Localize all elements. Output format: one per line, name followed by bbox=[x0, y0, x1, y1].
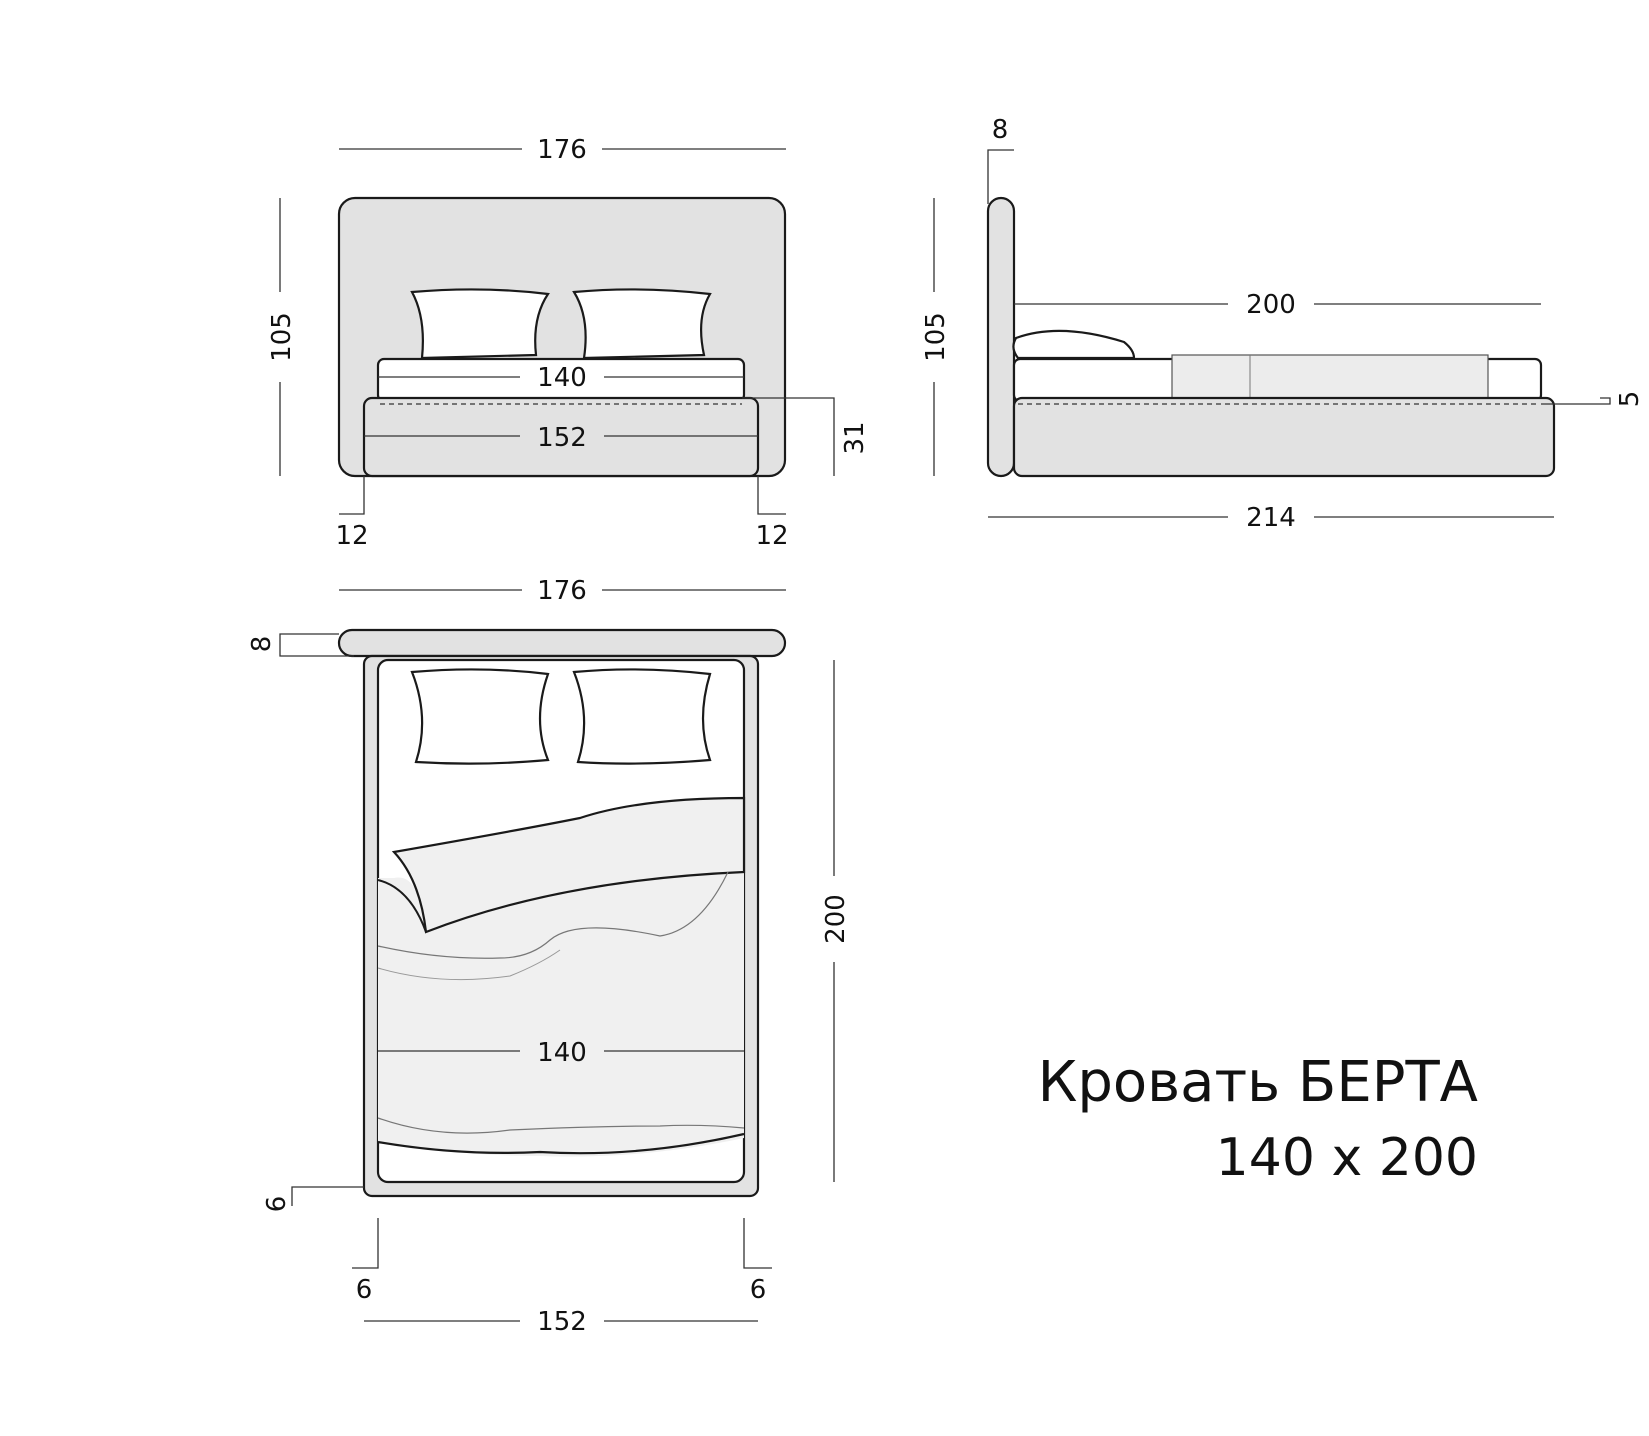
top-duvet bbox=[378, 872, 744, 1157]
top-pillow-left bbox=[410, 668, 550, 765]
side-pillow bbox=[1012, 329, 1136, 360]
front-height-label: 105 bbox=[267, 312, 297, 362]
side-headboard bbox=[986, 196, 1016, 478]
top-right-gap-label: 6 bbox=[750, 1275, 767, 1305]
side-total-length-label: 214 bbox=[1246, 503, 1296, 533]
front-base-label: 152 bbox=[537, 423, 587, 453]
side-inset-label: 5 bbox=[1615, 391, 1645, 408]
side-view: 8 105 200 5 214 bbox=[921, 115, 1645, 533]
front-left-offset-label: 12 bbox=[335, 521, 368, 551]
front-right-offset-label: 12 bbox=[755, 521, 788, 551]
top-bottom-gap-label: 6 bbox=[262, 1196, 292, 1213]
front-pillow-right bbox=[572, 288, 712, 360]
top-headboard-thickness-label: 8 bbox=[247, 636, 277, 653]
front-pillow-left bbox=[410, 288, 550, 360]
front-base bbox=[362, 396, 760, 478]
top-pillow-right bbox=[572, 668, 712, 765]
top-base-width-label: 152 bbox=[537, 1307, 587, 1337]
front-base-height-label: 31 bbox=[840, 421, 870, 454]
top-view: 176 8 140 200 bbox=[247, 576, 851, 1337]
front-width-label: 176 bbox=[537, 135, 587, 165]
side-height-label: 105 bbox=[921, 312, 951, 362]
front-view: 176 140 152 105 31 bbox=[267, 135, 870, 551]
side-base bbox=[1012, 396, 1556, 478]
top-headboard bbox=[337, 628, 787, 658]
front-mattress-label: 140 bbox=[537, 363, 587, 393]
product-name: Кровать БЕРТА bbox=[1037, 1050, 1478, 1115]
top-width-label: 176 bbox=[537, 576, 587, 606]
side-length-label: 200 bbox=[1246, 290, 1296, 320]
top-length-label: 200 bbox=[821, 894, 851, 944]
top-left-gap-label: 6 bbox=[356, 1275, 373, 1305]
product-size: 140 x 200 bbox=[1215, 1128, 1478, 1188]
side-headboard-thickness-label: 8 bbox=[992, 115, 1009, 145]
side-blanket bbox=[1171, 354, 1489, 402]
top-mattress-width-label: 140 bbox=[537, 1038, 587, 1068]
